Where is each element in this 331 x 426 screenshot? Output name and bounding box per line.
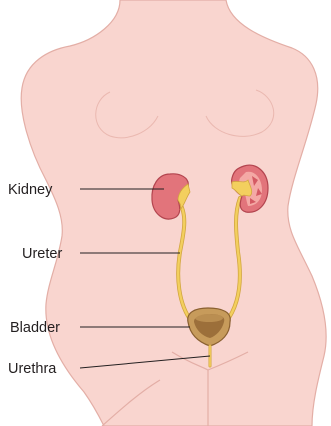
- kidney-label: Kidney: [8, 182, 53, 198]
- bladder-label: Bladder: [10, 320, 60, 336]
- ureter-label: Ureter: [22, 246, 62, 262]
- urethra-label: Urethra: [8, 361, 57, 377]
